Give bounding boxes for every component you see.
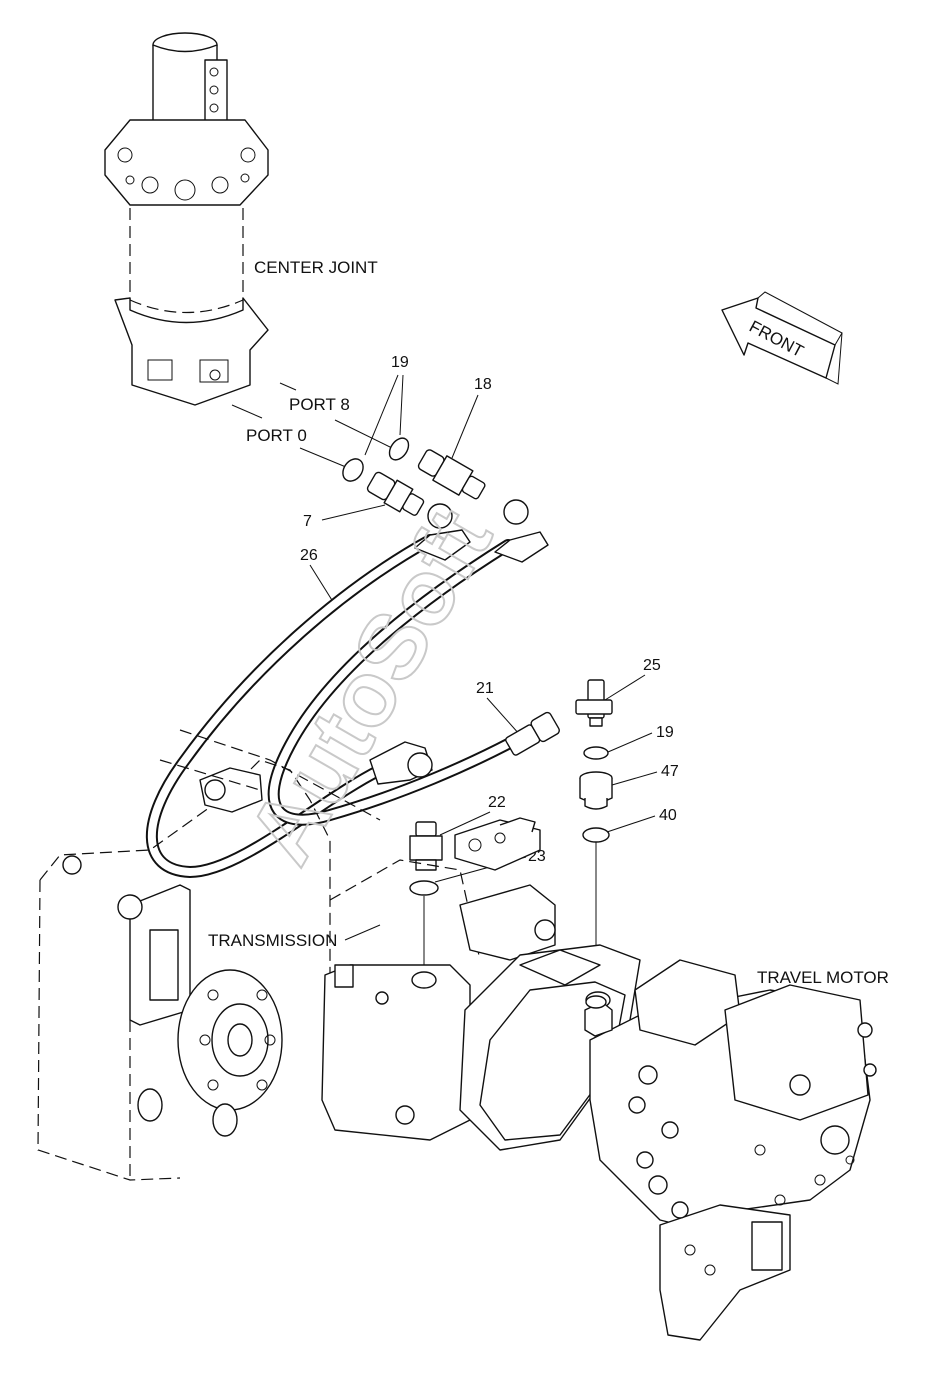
leader-port-8-to-fitting [334, 419, 393, 449]
front-arrow-icon [721, 291, 843, 385]
plug-47 [579, 771, 613, 810]
leader-40 [606, 815, 656, 833]
callout-47: 47 [661, 763, 679, 780]
leader-7 [321, 504, 386, 521]
callout-21: 21 [476, 680, 494, 697]
o-ring-port-8 [388, 437, 410, 461]
callout-22: 22 [488, 794, 506, 811]
leader-port-0 [231, 404, 263, 419]
center-joint [104, 32, 269, 406]
hose-21-upper-elbow [494, 499, 549, 563]
leader-port-8 [279, 382, 297, 391]
leader-22 [439, 811, 491, 836]
callout-7: 7 [303, 513, 312, 530]
leader-26 [309, 564, 336, 606]
seal-40 [582, 827, 610, 843]
hose-26 [145, 534, 436, 879]
callout-19-a: 19 [391, 354, 409, 371]
label-center-joint: CENTER JOINT [254, 258, 378, 277]
o-ring-23 [409, 880, 439, 896]
travel-motor [584, 959, 877, 1341]
fitting-18 [417, 449, 486, 500]
callout-18: 18 [474, 376, 492, 393]
leader-transmission [344, 924, 381, 941]
transmission [37, 729, 381, 1181]
leader-19-a [364, 374, 404, 456]
hose-21 [267, 539, 531, 826]
leader-18 [451, 394, 479, 459]
callout-19-b: 19 [656, 724, 674, 741]
label-port-0: PORT 0 [246, 426, 307, 445]
leader-19-b [607, 732, 653, 753]
hose-26-upper-elbow [414, 503, 471, 561]
leader-21 [486, 697, 521, 736]
label-port-8: PORT 8 [289, 395, 350, 414]
leader-47 [611, 771, 658, 786]
hose-21-end-fitting [505, 711, 560, 756]
o-ring-19-b [583, 746, 609, 760]
hose-lower-elbow [369, 741, 433, 785]
label-travel-motor: TRAVEL MOTOR [757, 968, 889, 987]
fitting-25-tee [575, 679, 613, 727]
fitting-22 [409, 821, 443, 871]
fitting-7 [366, 471, 425, 516]
callout-40: 40 [659, 807, 677, 824]
callout-26: 26 [300, 547, 318, 564]
label-transmission: TRANSMISSION [208, 931, 337, 950]
callout-25: 25 [643, 657, 661, 674]
leader-25 [604, 674, 646, 701]
o-ring-port-0 [342, 458, 364, 482]
